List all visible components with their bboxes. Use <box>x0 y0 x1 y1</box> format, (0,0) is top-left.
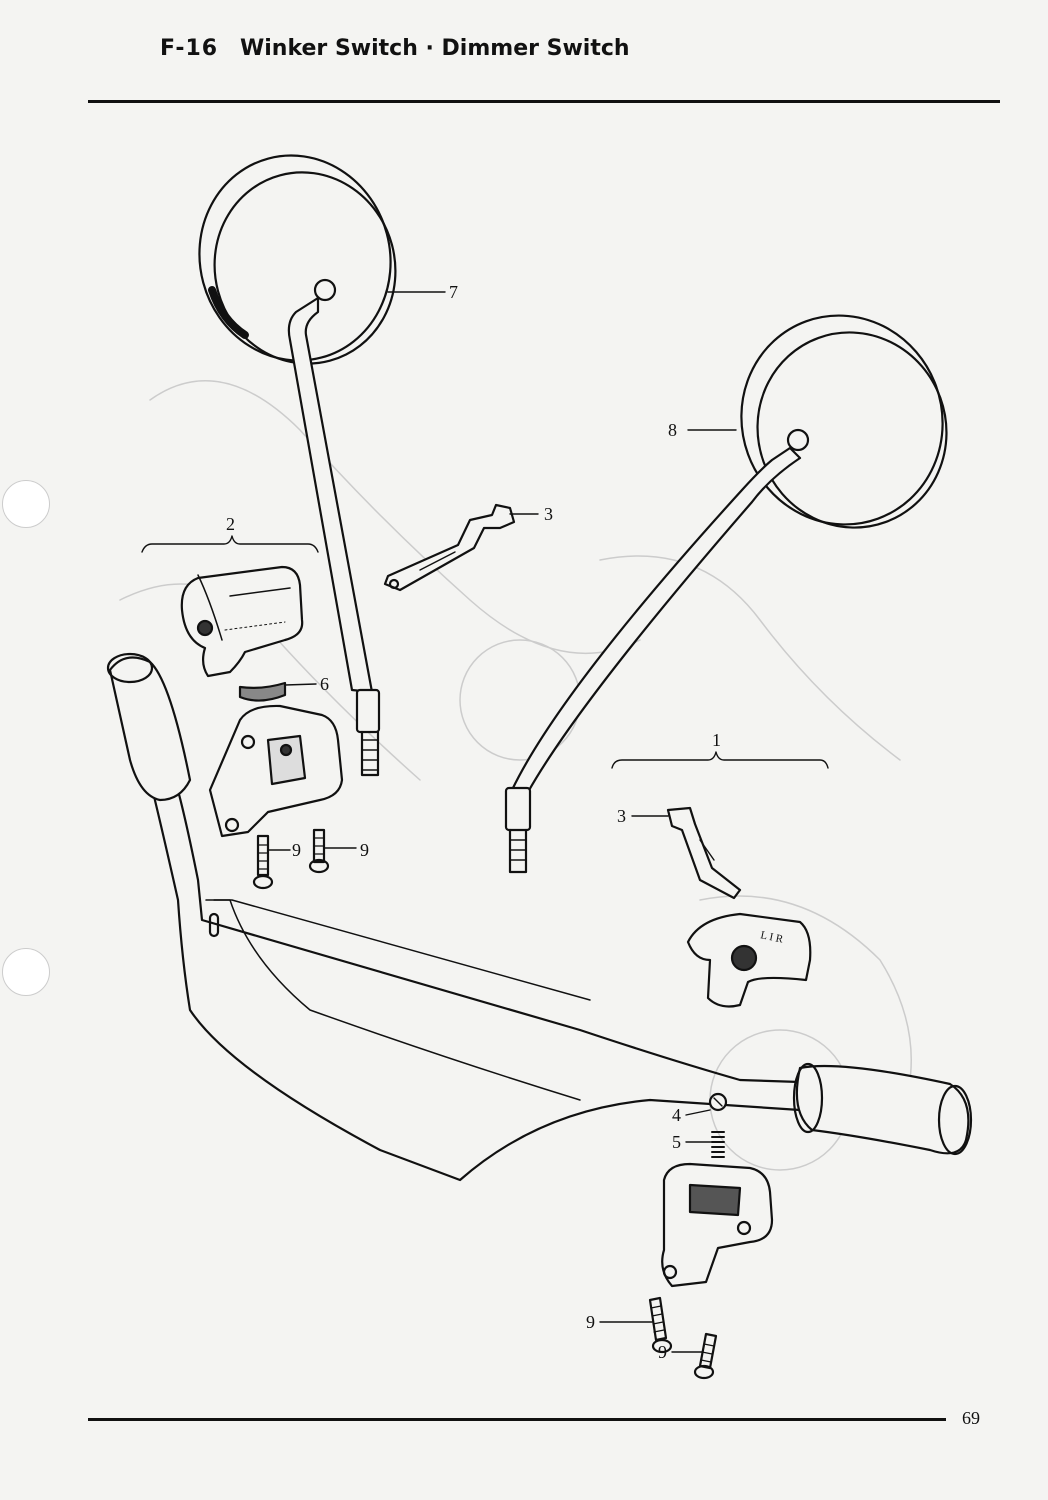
dimmer-switch-knob <box>238 681 287 702</box>
screw-left-a <box>252 834 274 890</box>
screw-right-a <box>648 1296 673 1354</box>
right-mirror-part <box>504 314 948 874</box>
svg-text:L I R: L I R <box>759 929 784 946</box>
callout-9-right-a: 9 <box>586 1312 595 1332</box>
callout-9-right-b: 9 <box>658 1342 667 1362</box>
callout-7: 7 <box>449 282 458 302</box>
figure-code: F-16 <box>160 36 219 61</box>
callout-9-left-b: 9 <box>360 840 369 860</box>
right-switch-housing-upper: L I R <box>686 912 812 1008</box>
callout-3-upper: 3 <box>544 504 553 524</box>
winker-lever-lower <box>666 806 742 900</box>
callout-4: 4 <box>672 1105 681 1125</box>
screw-right-b <box>693 1332 718 1380</box>
page-number: 69 <box>962 1408 980 1428</box>
callout-2: 2 <box>226 514 235 534</box>
callout-9-left-a: 9 <box>292 840 301 860</box>
screw-left-b <box>308 828 330 874</box>
leader-lines <box>141 291 829 1353</box>
handlebar <box>106 652 973 1182</box>
callout-6: 6 <box>320 674 329 694</box>
left-mirror-part <box>198 154 397 777</box>
detent-spring <box>711 1131 725 1158</box>
callout-1: 1 <box>712 730 721 750</box>
callout-3-lower: 3 <box>617 806 626 826</box>
detent-ball <box>708 1092 728 1112</box>
binder-punch-hole <box>2 948 50 996</box>
right-switch-housing-lower <box>661 1162 774 1288</box>
header-rule <box>88 100 1000 103</box>
left-switch-housing-lower <box>208 704 344 838</box>
figure-title: Winker Switch · Dimmer Switch <box>240 36 630 61</box>
winker-lever-upper <box>383 503 516 592</box>
left-switch-housing-upper <box>180 565 304 678</box>
binder-punch-hole <box>2 480 50 528</box>
footer-rule <box>88 1418 946 1421</box>
callout-5: 5 <box>672 1132 681 1152</box>
callout-labels: 7 8 3 2 6 1 3 9 9 4 5 9 9 <box>226 282 721 1362</box>
callout-8: 8 <box>668 420 677 440</box>
